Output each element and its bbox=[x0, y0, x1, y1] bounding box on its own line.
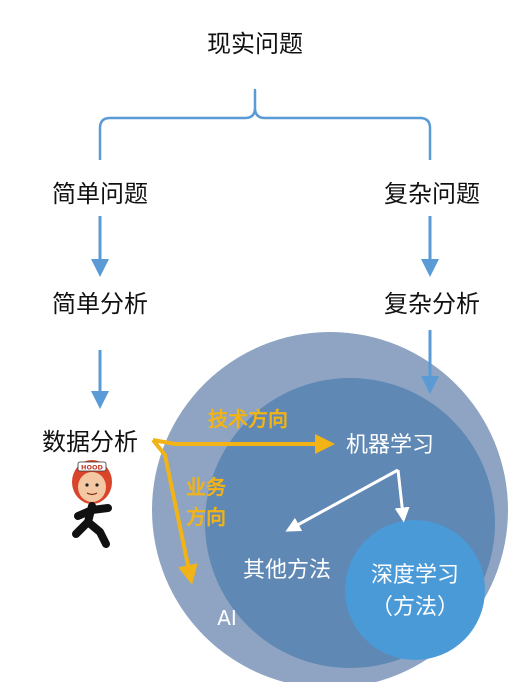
label-business-direction-2: 方向 bbox=[186, 505, 226, 529]
label-tech-direction: 技术方向 bbox=[208, 407, 288, 431]
node-simple-analysis: 简单分析 bbox=[52, 290, 148, 318]
node-data-analysis: 数据分析 bbox=[42, 428, 138, 456]
top-brace bbox=[98, 88, 432, 160]
tech-direction-arrow bbox=[152, 434, 335, 454]
arrow-ml-to-deep-learning bbox=[394, 469, 410, 523]
hood-badge-text: HOOD bbox=[81, 464, 103, 472]
node-complex-analysis: 复杂分析 bbox=[384, 290, 480, 318]
node-other-methods: 其他方法 bbox=[243, 558, 331, 583]
node-machine-learning: 机器学习 bbox=[346, 433, 434, 458]
runner-figure-icon: HOOD bbox=[72, 460, 112, 548]
node-ai: AI bbox=[217, 606, 237, 630]
deep-learning-circle bbox=[345, 520, 485, 660]
node-deep-learning-2: （方法） bbox=[371, 595, 459, 620]
arrow-ml-to-other-methods bbox=[285, 468, 399, 532]
label-business-direction-1: 业务 bbox=[186, 475, 227, 499]
node-real-problem: 现实问题 bbox=[207, 30, 303, 58]
node-simple-problem: 简单问题 bbox=[52, 180, 148, 208]
node-deep-learning-1: 深度学习 bbox=[371, 563, 459, 588]
business-direction-arrow bbox=[151, 438, 198, 585]
node-complex-problem: 复杂问题 bbox=[384, 180, 480, 208]
